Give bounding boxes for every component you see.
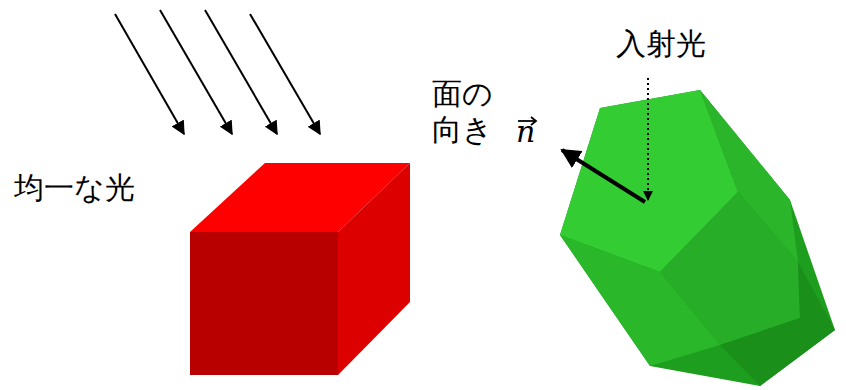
- light-ray: [205, 10, 277, 134]
- light-ray: [250, 14, 320, 134]
- green-polyhedron: [560, 90, 835, 386]
- cube-side: [338, 163, 410, 375]
- light-label: 均一な光: [14, 170, 135, 206]
- incident-label: 入射光: [616, 26, 706, 61]
- red-cube: [190, 163, 410, 375]
- cube-front: [190, 232, 338, 375]
- polyhedron-body: [560, 90, 835, 386]
- light-ray: [160, 10, 232, 134]
- vector-symbol: n: [516, 114, 535, 149]
- light-label: 均一な光: [14, 170, 135, 205]
- normal-label: 面の 向き: [432, 76, 500, 148]
- polyhedron-face: [560, 235, 720, 366]
- vector-symbol: n: [516, 114, 535, 150]
- light-rays: [115, 10, 320, 134]
- normal-vector: [562, 150, 645, 202]
- incident-label: 入射光: [616, 26, 706, 62]
- normal-label: 面の 向き: [432, 76, 493, 147]
- polyhedron-face: [720, 262, 835, 386]
- incident-ray: [647, 78, 649, 200]
